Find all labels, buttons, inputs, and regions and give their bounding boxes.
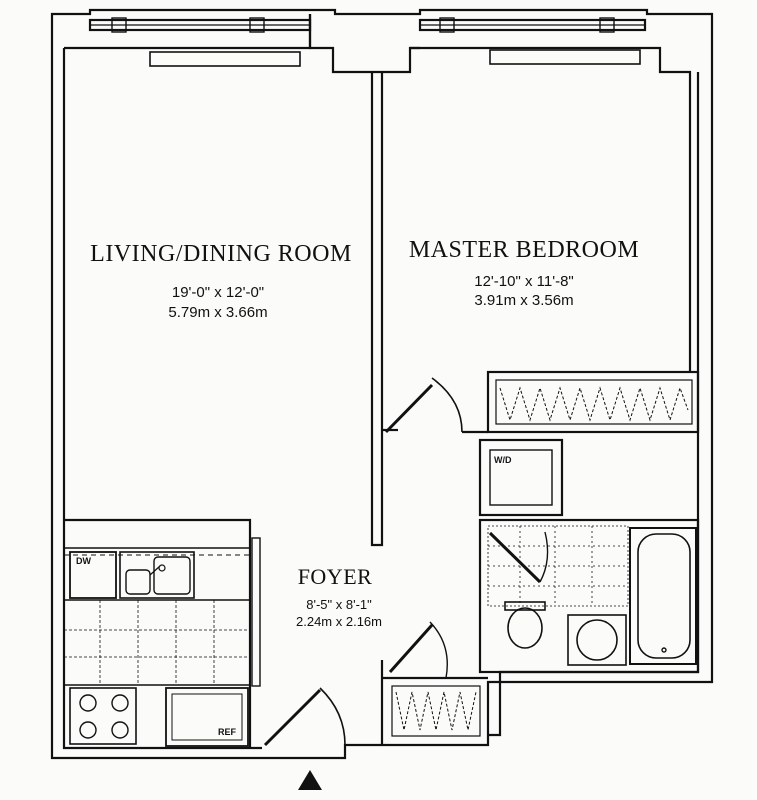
triangle-up-icon xyxy=(298,770,322,790)
toilet xyxy=(504,601,546,649)
washer-dryer-closet xyxy=(478,438,564,517)
kitchen-sink xyxy=(119,551,195,599)
foyer-closet xyxy=(380,660,488,745)
foyer-closet-door xyxy=(388,624,434,673)
exterior-wall-outer xyxy=(50,8,714,760)
bathroom-door xyxy=(488,531,542,584)
dishwasher-label: DW xyxy=(76,556,91,566)
bathroom xyxy=(478,518,700,674)
master-bedroom-dim-metric: 3.91m x 3.56m xyxy=(474,292,574,309)
living-dining-title: LIVING/DINING ROOM xyxy=(90,241,352,267)
entry-door xyxy=(263,688,322,747)
partition-wall xyxy=(370,72,384,547)
exterior-wall-inner-right xyxy=(488,72,700,737)
refrigerator xyxy=(165,687,249,747)
bathroom-sink xyxy=(567,614,627,666)
living-dining-dim-metric: 5.79m x 3.66m xyxy=(168,304,268,321)
bedroom-door xyxy=(384,383,434,434)
bathtub xyxy=(629,527,697,665)
foyer-dim-imperial: 8'-5" x 8'-1" xyxy=(306,597,372,612)
refrigerator-label: REF xyxy=(218,727,236,737)
living-dining-dim-imperial: 19'-0" x 12'-0" xyxy=(171,284,265,301)
exterior-wall-inner-top-right xyxy=(410,46,692,372)
bedroom-closet xyxy=(486,370,700,434)
master-bedroom-title: MASTER BEDROOM xyxy=(408,237,640,263)
foyer-dim-metric: 2.24m x 2.16m xyxy=(296,614,382,629)
kitchen xyxy=(64,518,261,748)
foyer-title: FOYER xyxy=(297,564,373,589)
exterior-wall-inner xyxy=(62,48,262,750)
washer-dryer-label: W/D xyxy=(494,455,512,465)
column-top-center xyxy=(308,14,420,74)
stove xyxy=(69,687,137,745)
master-bedroom-dim-imperial: 12'-10" x 11'-8" xyxy=(474,273,574,290)
dishwasher xyxy=(69,551,117,599)
